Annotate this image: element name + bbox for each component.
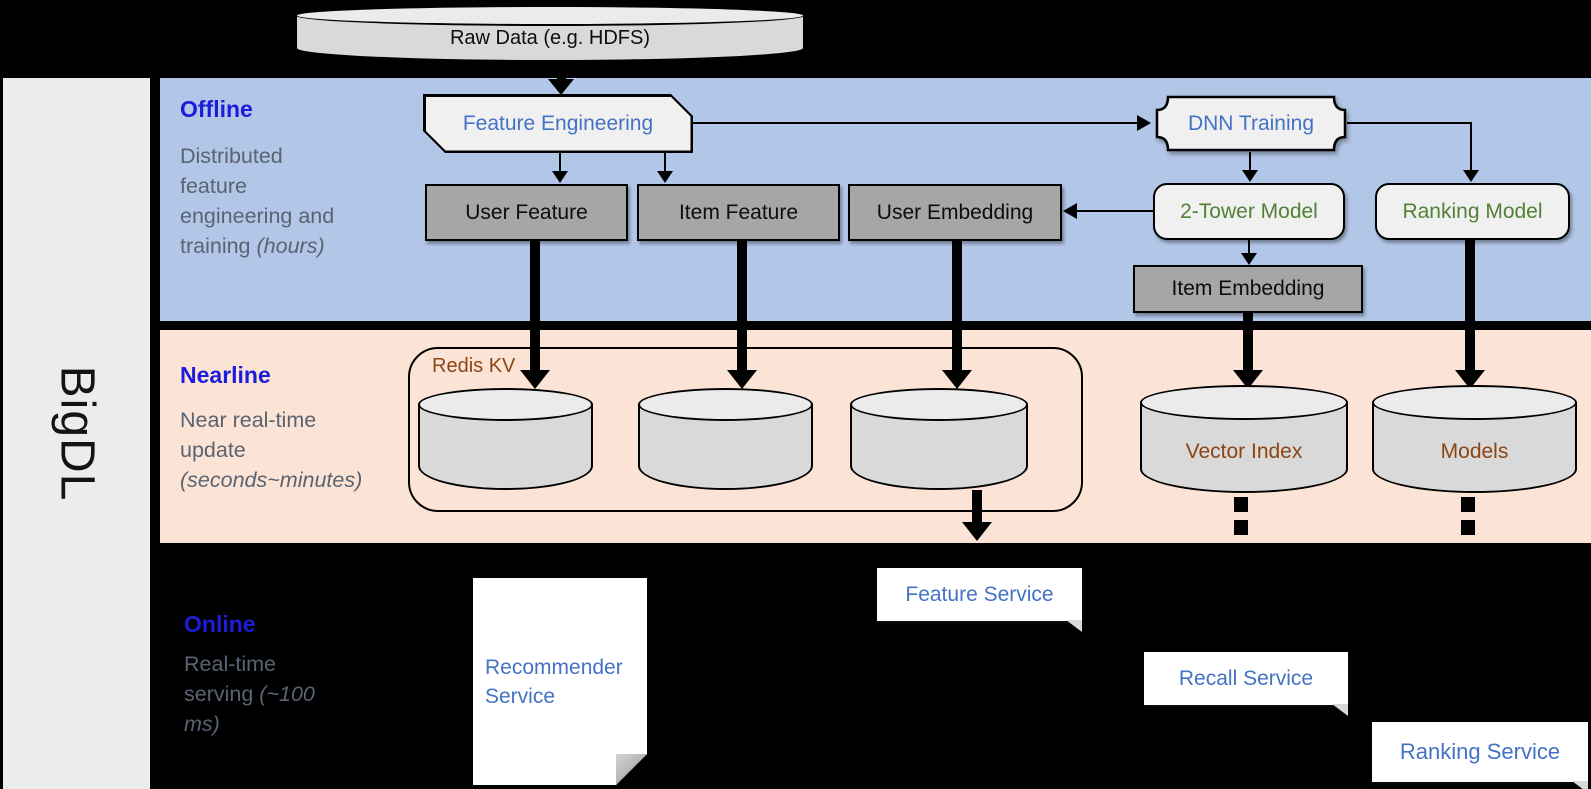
recommender-service-page [473,578,647,785]
bigdl-sidebar: BigDL [3,78,150,789]
raw-data-label: Raw Data (e.g. HDFS) [449,26,651,49]
feature-service-node: Feature Service [877,568,1082,632]
recall-service-fold-corner [1332,704,1348,716]
pipe-userembedding-redis [952,241,962,371]
edge-rawdata-fe-line [557,60,566,80]
edge-dnn-ranking-vline [1469,121,1472,172]
item-feature-node: Item Feature [637,184,840,241]
item-embedding-node: Item Embedding [1133,265,1363,313]
nearline-lane-desc: Near real-time update (seconds~minutes) [180,405,363,495]
dashed-pipe-vectorindex-2 [1234,520,1248,535]
models-label: Models [1440,440,1509,463]
redis-cylinder-3-top [850,388,1028,421]
edge-twotower-userembedding-arrowhead [1063,202,1077,219]
online-lane-title: Online [184,611,256,637]
redis-cylinder-1 [418,388,593,490]
redis-kv-container: Redis KV [408,347,1083,512]
models-store: Models [1372,385,1577,493]
user-embedding-label: User Embedding [876,200,1034,224]
pipe-redis-featureservice-arrowhead [962,522,992,541]
pipe-userfeature-redis-arrowhead [520,370,550,389]
ranking-service-fold-corner [1572,781,1588,789]
online-lane-desc-note: (~100 ms) [184,682,315,736]
offline-lane-desc-note: (hours) [256,234,325,258]
models-cylinder-top [1372,385,1577,420]
dashed-pipe-models-1 [1461,497,1475,512]
bigdl-brand-label: BigDL [49,365,103,502]
feature-engineering-node: Feature Engineering [423,94,693,153]
edge-fe-dnn-arrowhead [1137,114,1151,131]
edge-fe-userfeature-arrowhead [552,171,568,183]
user-embedding-node: User Embedding [848,184,1062,241]
edge-dnn-ranking-arrowhead [1463,170,1479,182]
dashed-pipe-vectorindex-1 [1234,497,1248,512]
feature-service-label: Feature Service [905,582,1054,606]
pipe-itemembedding-vectorindex [1243,313,1253,371]
vector-index-label: Vector Index [1185,440,1303,463]
ranking-service-label: Ranking Service [1399,739,1561,764]
recommender-service-label: Recommender Service [485,655,623,708]
recommender-service-node: Recommender Service [473,578,647,785]
edge-dnn-twotower-line [1248,152,1252,171]
offline-lane-desc-text: Distributed feature engineering and trai… [180,144,335,258]
online-lane-desc-text: Real-time serving [184,652,276,706]
raw-data-store: Raw Data (e.g. HDFS) [295,5,805,62]
pipe-userembedding-redis-arrowhead [942,370,972,389]
edge-rawdata-fe-arrowhead [548,79,574,95]
two-tower-model-node: 2-Tower Model [1153,183,1345,240]
feature-engineering-fill [426,97,691,151]
recall-service-label: Recall Service [1178,666,1314,690]
item-embedding-label: Item Embedding [1171,277,1325,300]
recall-service-node: Recall Service [1144,652,1348,716]
item-feature-label: Item Feature [678,200,799,224]
ranking-service-node: Ranking Service [1372,722,1588,789]
edge-fe-dnn-line [693,121,1137,124]
offline-lane-title: Offline [180,96,253,122]
redis-kv-label: Redis KV [432,355,516,377]
dnn-training-plaque-shape [1155,95,1347,152]
redis-cylinder-2 [638,388,813,490]
online-lane-desc: Real-time serving (~100 ms) [184,649,316,739]
edge-fe-userfeature-line [558,153,561,172]
nearline-lane-desc-note: (seconds~minutes) [180,468,363,492]
redis-cylinder-1-top [418,388,593,421]
raw-data-cylinder-top [295,5,805,26]
pipe-itemfeature-redis-arrowhead [727,370,757,389]
ranking-model-label: Ranking Model [1402,199,1543,223]
pipe-redis-featureservice [972,490,982,523]
pipe-userfeature-redis [530,241,540,371]
edge-dnn-twotower-arrowhead [1242,170,1258,182]
user-feature-node: User Feature [425,184,628,241]
pipe-itemfeature-redis [737,241,747,371]
feature-engineering-label: Feature Engineering [462,111,654,135]
nearline-lane-desc-text: Near real-time update [180,408,317,462]
edge-fe-itemfeature-arrowhead [657,171,673,183]
edge-twotower-itemembedding-arrowhead [1241,253,1257,265]
dnn-training-label: DNN Training [1187,111,1315,135]
redis-cylinder-3 [850,388,1028,490]
edge-dnn-ranking-hline [1347,121,1472,124]
edge-fe-itemfeature-line [663,153,666,172]
feature-service-fold-corner [1066,620,1082,632]
vector-index-cylinder-top [1140,385,1348,420]
user-feature-label: User Feature [465,200,588,224]
redis-cylinder-1-body [418,404,593,490]
vector-index-store: Vector Index [1140,385,1348,493]
dashed-pipe-models-2 [1461,520,1475,535]
pipe-rankingmodel-models [1465,240,1475,371]
offline-lane-desc: Distributed feature engineering and trai… [180,141,342,261]
edge-twotower-itemembedding-line [1247,240,1251,254]
edge-twotower-userembedding-line [1076,209,1153,212]
nearline-lane-title: Nearline [180,362,271,388]
ranking-model-node: Ranking Model [1375,183,1570,240]
redis-cylinder-2-top [638,388,813,421]
two-tower-model-label: 2-Tower Model [1180,199,1318,223]
dnn-training-node: DNN Training [1155,95,1347,152]
